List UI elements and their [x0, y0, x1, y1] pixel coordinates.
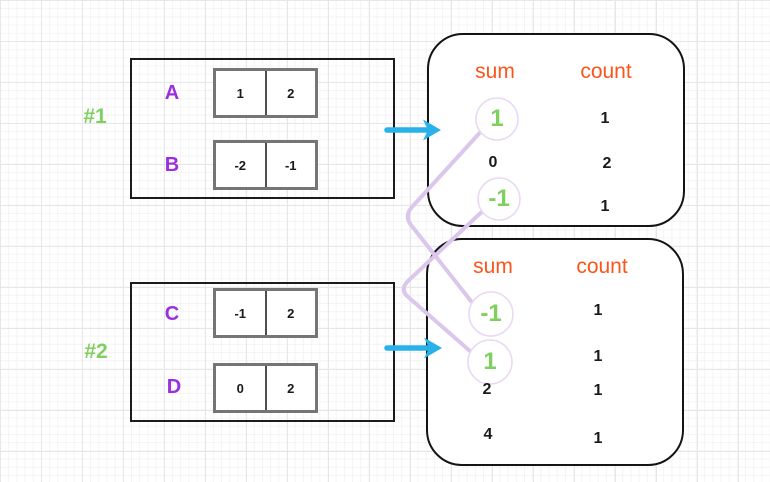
row-d-cells: 0 2 — [213, 363, 318, 413]
row-d-label: D — [166, 376, 182, 398]
row-b-label: B — [164, 154, 180, 176]
row-d-cell-0: 0 — [216, 366, 267, 410]
result-2-count-2: 1 — [593, 382, 603, 399]
row-b-cell-1: -1 — [284, 157, 297, 173]
result-2-sum-0: -1 — [480, 300, 502, 327]
group-1-label: #1 — [83, 105, 107, 128]
row-c-cells: -1 2 — [213, 288, 318, 338]
group-2-box — [130, 282, 395, 422]
row-a-cells: 1 2 — [213, 68, 318, 118]
highlight-circle-g2-summinus1 — [468, 291, 514, 337]
result-1-sum-0: 1 — [490, 105, 504, 132]
result-2-sum-1: 1 — [483, 348, 497, 375]
result-2-count-1: 1 — [593, 348, 603, 365]
result-1-count-1: 2 — [602, 155, 612, 172]
result-2-sum-header: sum — [473, 255, 513, 278]
result-1-sum-header: sum — [475, 60, 515, 83]
highlight-circle-g2-sum1 — [467, 339, 513, 385]
result-2-count-header: count — [576, 255, 628, 278]
connection-line-minus1-to-1 — [401, 204, 490, 360]
row-d-cell-1: 2 — [287, 380, 295, 396]
row-c-cell-1: 2 — [287, 305, 295, 321]
result-2-count-0: 1 — [593, 302, 603, 319]
result-box-1 — [427, 33, 685, 227]
row-a-cell-0: 1 — [216, 71, 267, 115]
row-b-cells: -2 -1 — [213, 140, 318, 190]
result-1-count-2: 1 — [600, 198, 610, 215]
connection-line-1-to-minus1 — [405, 124, 488, 312]
row-b-cell-0: -2 — [216, 143, 267, 187]
result-1-sum-2: -1 — [488, 185, 510, 212]
result-2-sum-2: 2 — [482, 381, 492, 398]
highlight-circle-g1-sum1 — [475, 97, 519, 141]
arrow-right-1-icon — [384, 119, 441, 141]
row-a-cell-1: 2 — [287, 85, 295, 101]
row-c-label: C — [164, 303, 180, 325]
arrow-right-2-icon — [384, 337, 442, 359]
result-1-count-0: 1 — [600, 110, 610, 127]
row-c-cell-0: -1 — [216, 291, 267, 335]
result-2-sum-3: 4 — [483, 426, 493, 443]
result-1-count-header: count — [580, 60, 632, 83]
result-1-sum-1: 0 — [488, 154, 498, 171]
result-2-count-3: 1 — [593, 430, 603, 447]
highlight-circle-g1-summinus1 — [477, 177, 521, 221]
row-a-label: A — [164, 82, 180, 104]
group-2-label: #2 — [84, 340, 108, 363]
